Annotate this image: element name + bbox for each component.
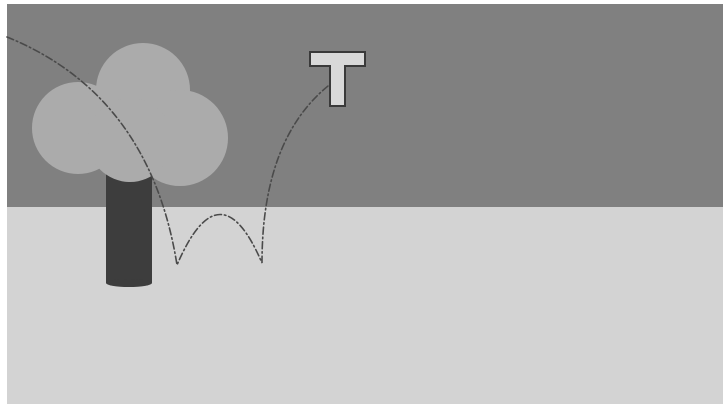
tree-trunk-base xyxy=(106,279,152,287)
